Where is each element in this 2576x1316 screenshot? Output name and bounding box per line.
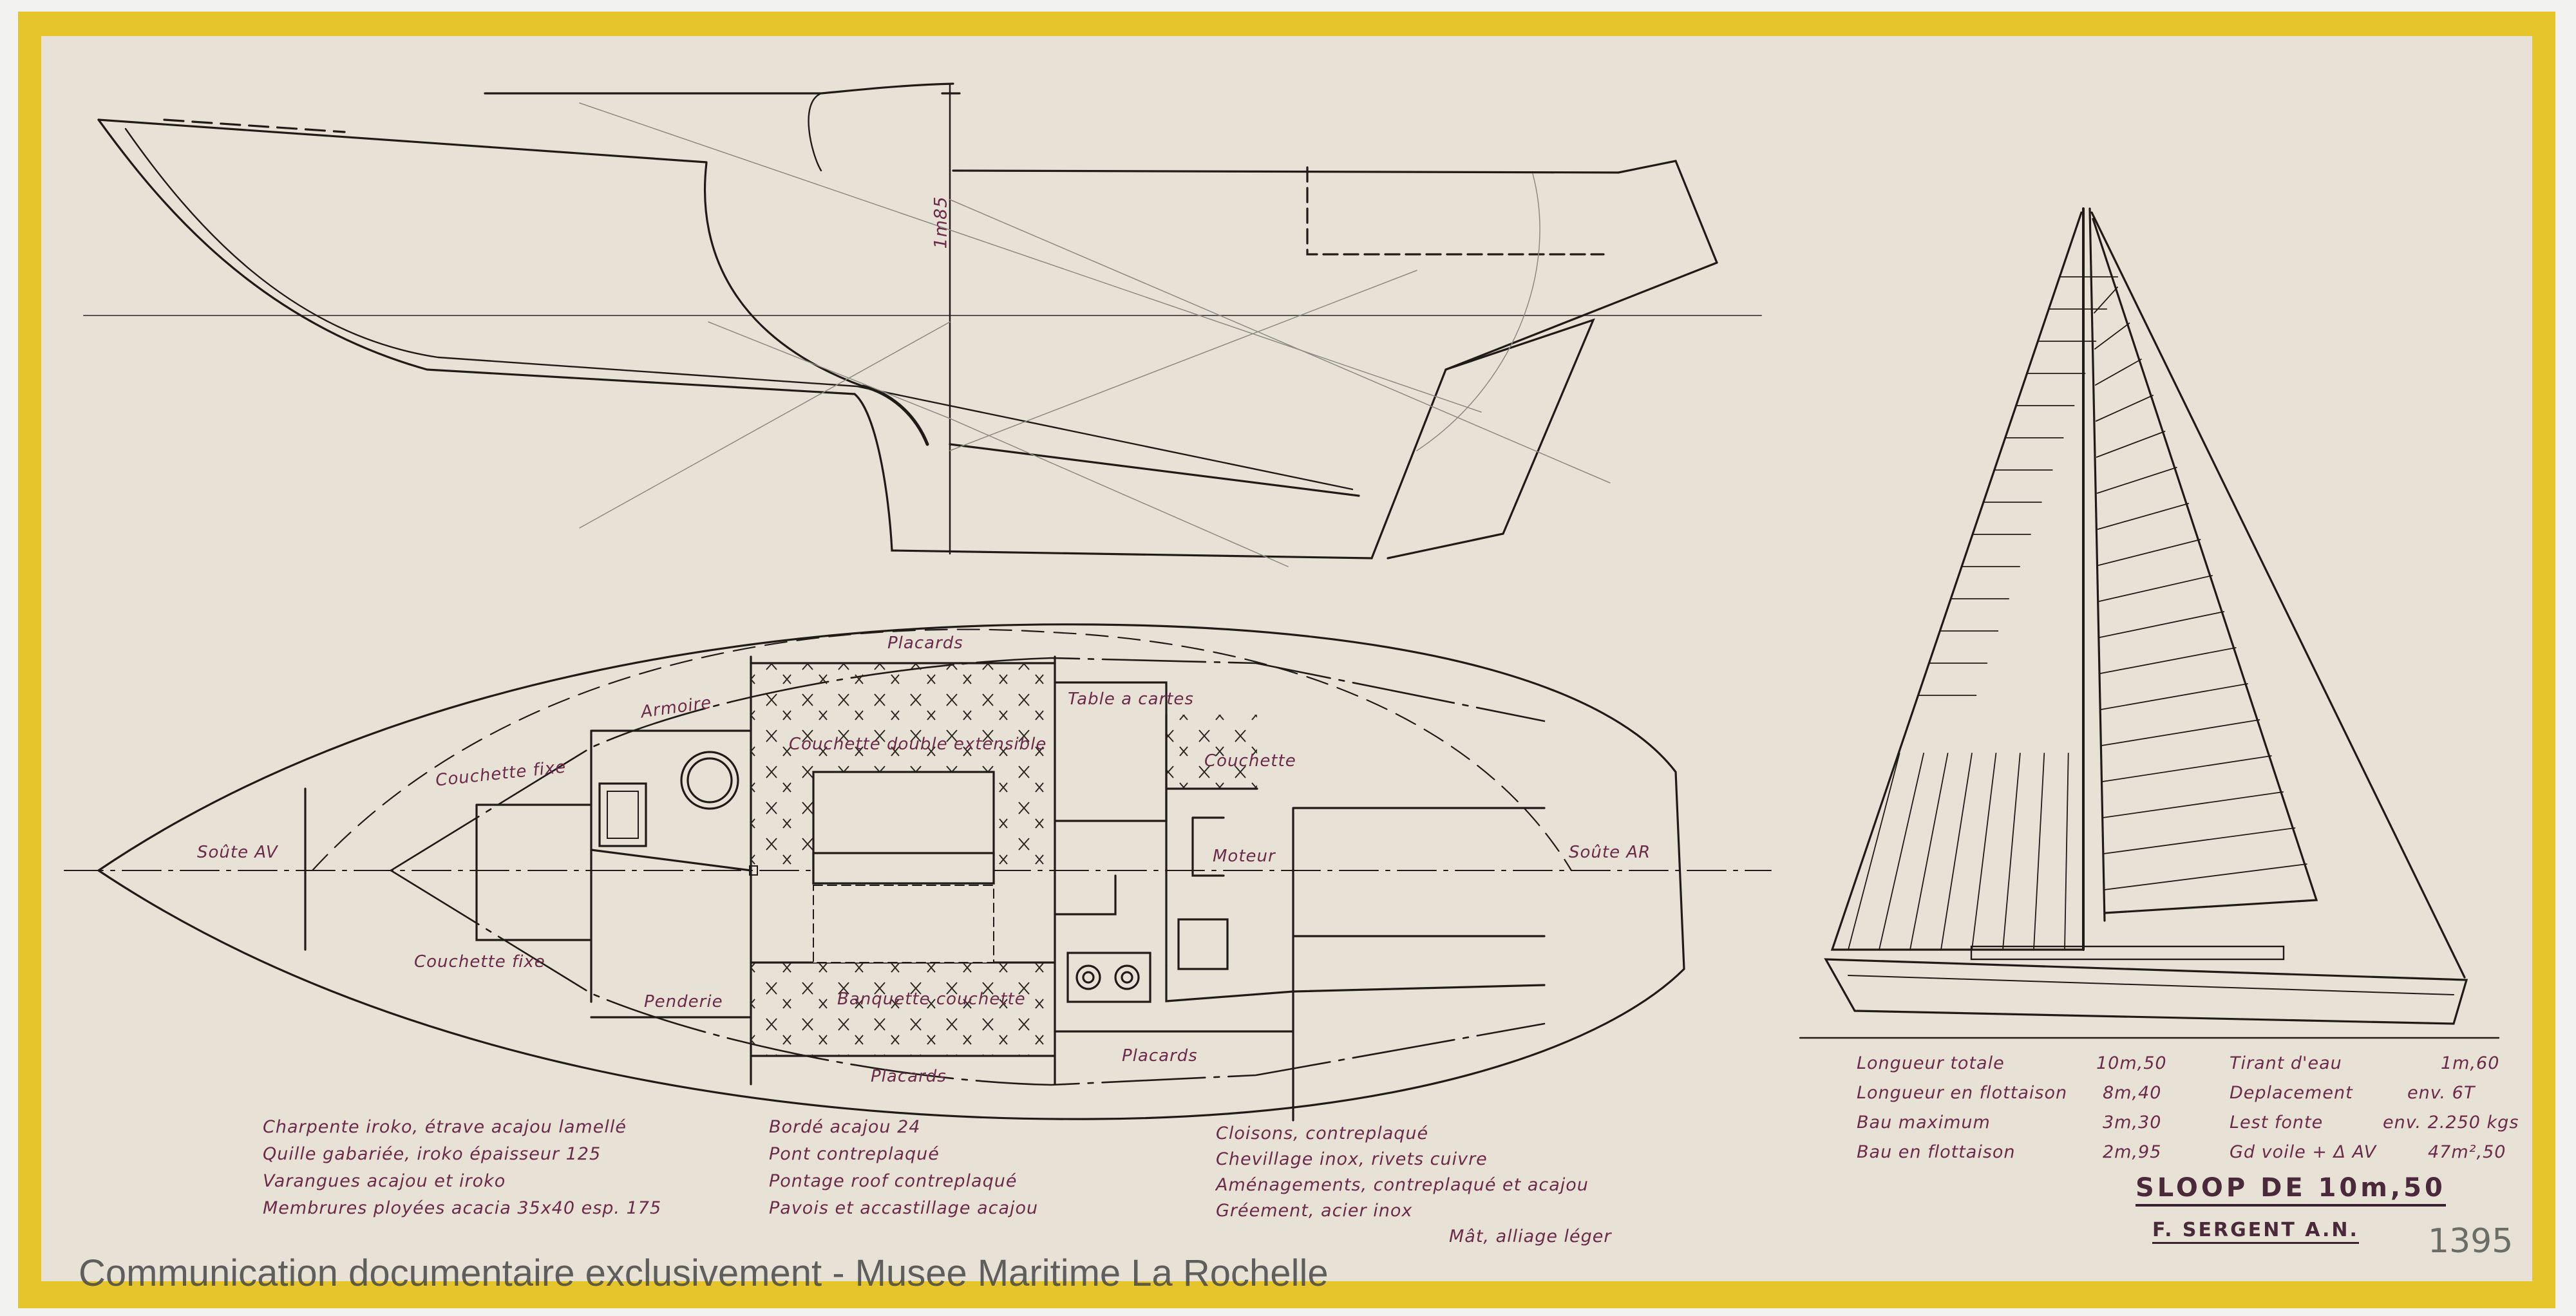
note: Membrures ployées acacia 35x40 esp. 175	[263, 1198, 662, 1218]
sail-seam	[2098, 575, 2213, 602]
sail-seam	[2094, 287, 2118, 314]
label-placards-bottom: Placards	[871, 1067, 947, 1086]
drawing-title: SLOOP DE 10m,50	[2136, 1173, 2446, 1207]
sail-seam	[2097, 503, 2190, 530]
label-couchette: Couchette	[1204, 751, 1296, 771]
sail-seam	[1940, 753, 1973, 950]
label-soute-ar: Soûte AR	[1569, 843, 1651, 862]
sail-seam	[2033, 753, 2045, 950]
spec-value: env. 6T	[2407, 1083, 2476, 1103]
spec-label: Longueur en flottaison	[1857, 1083, 2068, 1103]
label-soute-av: Soûte AV	[197, 843, 278, 862]
label-moteur: Moteur	[1213, 847, 1276, 866]
sail-seam	[2103, 827, 2296, 854]
sail-seam	[2096, 467, 2177, 494]
note: Pontage roof contreplaqué	[769, 1171, 1018, 1191]
sail-seam	[2098, 539, 2201, 566]
accommodation-plan	[64, 623, 1772, 1122]
sail-seam	[2094, 323, 2130, 350]
note: Pavois et accastillage acajou	[769, 1198, 1039, 1218]
label-couchette-double: Couchette double extensible	[789, 735, 1047, 754]
sail-seam	[1971, 753, 1997, 950]
sail-seam	[1909, 753, 1949, 950]
note: Varangues acajou et iroko	[263, 1171, 506, 1191]
note: Charpente iroko, étrave acajou lamellé	[263, 1117, 627, 1137]
label-placards-bottom-right: Placards	[1122, 1046, 1198, 1066]
sail-seam	[2102, 791, 2284, 818]
sail-seam	[2095, 395, 2154, 422]
sail-seam	[1848, 753, 1900, 950]
spec-label: Lest fonte	[2230, 1113, 2324, 1133]
spec-label: Bau maximum	[1857, 1113, 1991, 1133]
label-placards-top: Placards	[887, 634, 963, 653]
sail-seam	[2064, 753, 2069, 950]
spec-label: Deplacement	[2230, 1083, 2353, 1103]
sail-seam	[2101, 719, 2260, 746]
paper	[41, 36, 2532, 1281]
label-couchette-fixe-bottom: Couchette fixe	[414, 952, 545, 972]
spec-value: 8m,40	[2103, 1083, 2162, 1103]
watermark: Communication documentaire exclusivement…	[79, 1252, 1329, 1294]
spec-value: 3m,30	[2103, 1113, 2162, 1133]
note: Pont contreplaqué	[769, 1144, 940, 1164]
note: Cloisons, contreplaqué	[1216, 1123, 1429, 1143]
spec-label: Gd voile + Δ AV	[2230, 1142, 2377, 1162]
label-table-a-cartes: Table a cartes	[1068, 690, 1194, 709]
sail-plan	[1799, 207, 2500, 1039]
spec-value: 1m,60	[2441, 1053, 2500, 1073]
spec-value: 10m,50	[2096, 1053, 2167, 1073]
label-penderie: Penderie	[644, 992, 723, 1011]
note: Quille gabariée, iroko épaisseur 125	[263, 1144, 601, 1164]
hull-profile	[83, 82, 1762, 567]
note: Bordé acajou 24	[769, 1117, 921, 1137]
label-banquette: Banquette couchette	[837, 990, 1026, 1009]
spec-value: 47m²,50	[2428, 1142, 2506, 1162]
spec-label: Tirant d'eau	[2230, 1053, 2342, 1073]
spec-label: Bau en flottaison	[1857, 1142, 2016, 1162]
sail-seam	[2099, 611, 2225, 638]
designer-name: F. SERGENT A.N.	[2152, 1219, 2359, 1244]
note: Mât, alliage léger	[1449, 1227, 1612, 1246]
note: Chevillage inox, rivets cuivre	[1216, 1149, 1488, 1169]
spec-value: env. 2.250 kgs	[2383, 1113, 2519, 1133]
sail-seam	[2103, 863, 2307, 890]
note: Aménagements, contreplaqué et acajou	[1216, 1175, 1589, 1195]
height-dimension: 1m85	[931, 196, 951, 249]
sail-seam	[2096, 431, 2166, 458]
sail-seam	[2101, 755, 2272, 782]
spec-value: 2m,95	[2103, 1142, 2162, 1162]
spec-label: Longueur totale	[1857, 1053, 2005, 1073]
note: Gréement, acier inox	[1216, 1201, 1413, 1221]
sail-seam	[2094, 359, 2142, 386]
sail-seam	[1879, 753, 1924, 950]
sail-seam	[2099, 647, 2237, 674]
sail-seam	[2002, 753, 2021, 950]
archive-number: 1395	[2428, 1222, 2514, 1261]
sail-seam	[2100, 683, 2248, 710]
